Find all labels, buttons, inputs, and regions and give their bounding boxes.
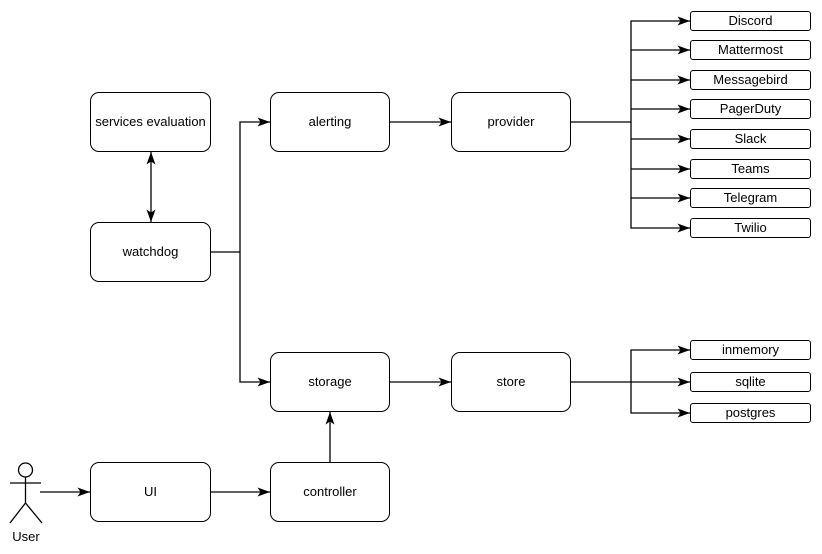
user-actor-icon[interactable] xyxy=(9,462,43,524)
node-storage[interactable]: storage xyxy=(270,352,390,412)
node-services-evaluation[interactable]: services evaluation xyxy=(90,92,211,152)
edge-provider-discord[interactable] xyxy=(630,16,690,122)
node-controller[interactable]: controller xyxy=(270,462,390,522)
edge-watchdog-alerting[interactable] xyxy=(239,117,270,252)
user-actor-label: User xyxy=(12,529,40,544)
node-provider-mattermost[interactable]: Mattermost xyxy=(690,40,811,60)
edge-provider-twilio[interactable] xyxy=(630,122,690,233)
node-provider[interactable]: provider xyxy=(451,92,571,152)
node-provider-slack[interactable]: Slack xyxy=(690,129,811,149)
node-alerting[interactable]: alerting xyxy=(270,92,390,152)
node-store[interactable]: store xyxy=(451,352,571,412)
node-provider-teams[interactable]: Teams xyxy=(690,159,811,179)
node-provider-messagebird[interactable]: Messagebird xyxy=(690,70,811,90)
node-store-postgres[interactable]: postgres xyxy=(690,403,811,423)
node-provider-discord[interactable]: Discord xyxy=(690,11,811,31)
node-provider-pagerduty[interactable]: PagerDuty xyxy=(690,99,811,119)
node-provider-twilio[interactable]: Twilio xyxy=(690,218,811,238)
edge-store-postgres[interactable] xyxy=(630,382,690,418)
node-store-inmemory[interactable]: inmemory xyxy=(690,340,811,360)
node-watchdog[interactable]: watchdog xyxy=(90,222,211,282)
edge-store-inmemory[interactable] xyxy=(630,345,690,382)
node-ui[interactable]: UI xyxy=(90,462,211,522)
edge-watchdog-storage[interactable] xyxy=(239,252,270,387)
node-provider-telegram[interactable]: Telegram xyxy=(690,188,811,208)
node-store-sqlite[interactable]: sqlite xyxy=(690,372,811,392)
